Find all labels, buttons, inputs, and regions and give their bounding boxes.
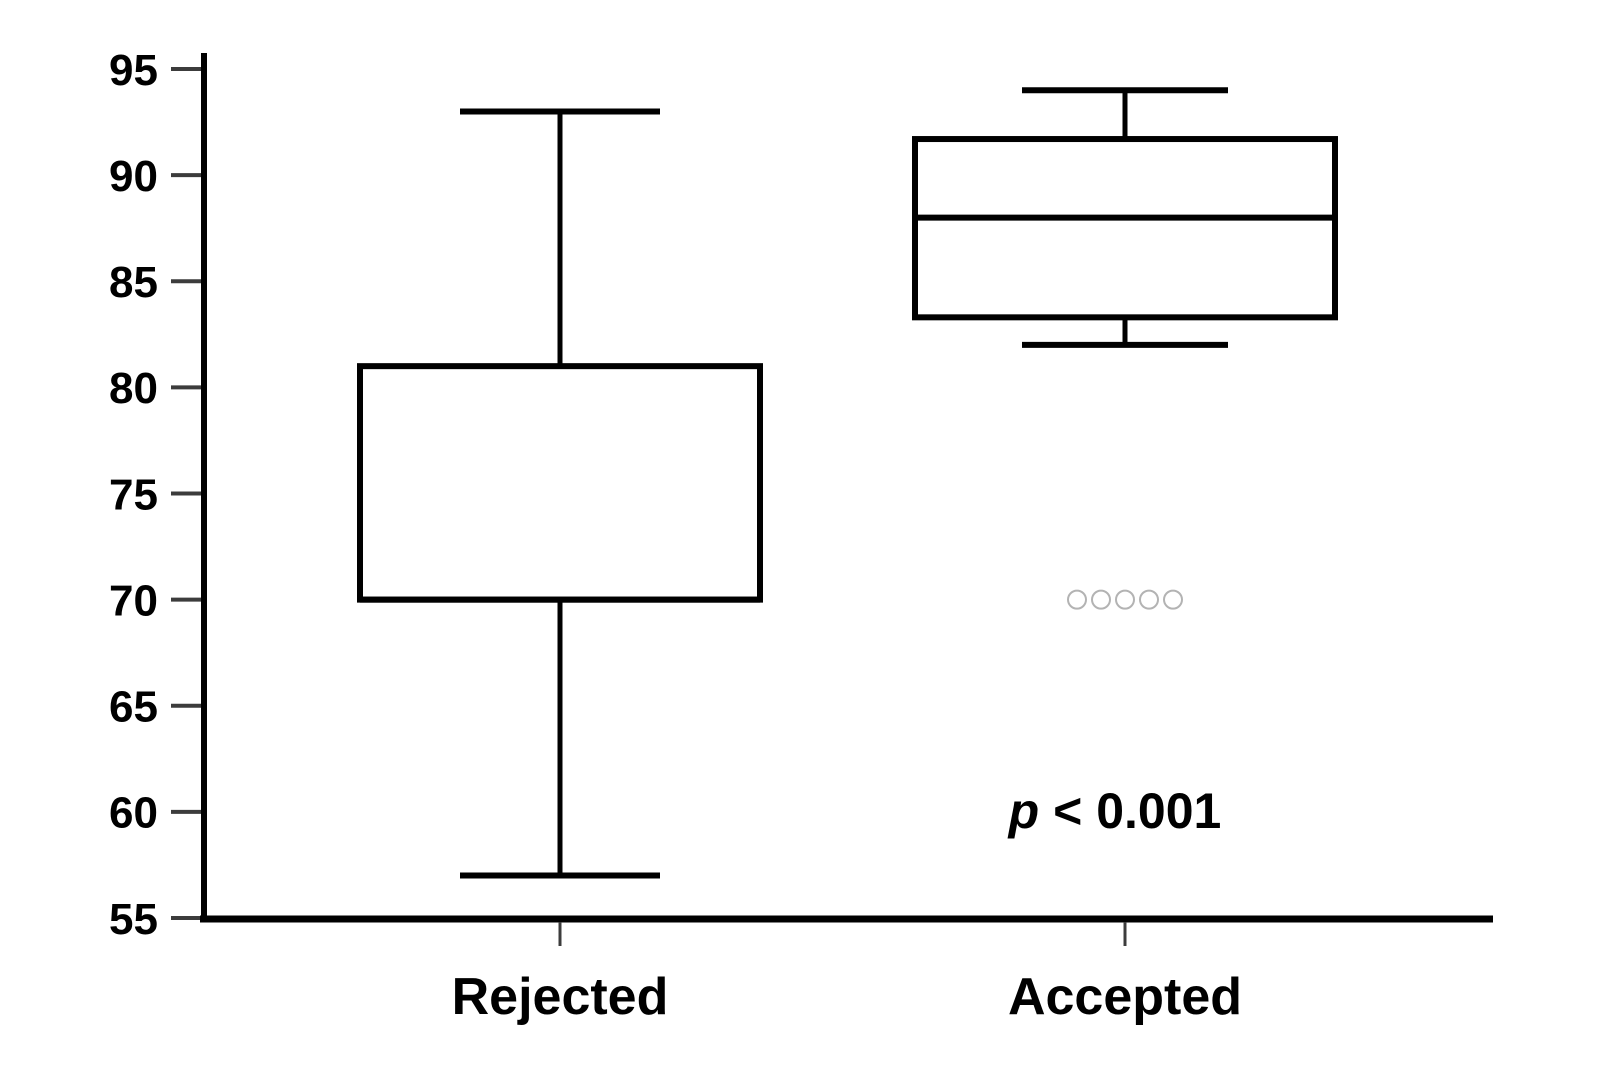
y-tick-label: 70 — [109, 576, 158, 625]
iqr-box — [912, 136, 1338, 321]
y-tick-label: 85 — [109, 258, 158, 307]
iqr-box — [357, 363, 763, 603]
y-tick-label: 90 — [109, 152, 158, 201]
category-label: Rejected — [452, 968, 669, 1026]
outlier-marker — [1115, 589, 1135, 610]
p-symbol: p — [1007, 783, 1040, 839]
y-tick-label: 55 — [109, 895, 158, 944]
y-tick-label: 80 — [109, 364, 158, 413]
p-value-annotation: p < 0.001 — [1007, 783, 1222, 839]
outlier-marker — [1163, 589, 1183, 610]
outlier-marker — [1091, 589, 1111, 610]
y-tick-label: 95 — [109, 46, 158, 95]
outlier-marker — [1139, 589, 1159, 610]
y-tick-label: 60 — [109, 789, 158, 838]
category-label: Accepted — [1008, 968, 1242, 1026]
outlier-marker — [1067, 589, 1087, 610]
p-value-text: < 0.001 — [1039, 783, 1221, 839]
y-tick-label: 65 — [109, 683, 158, 732]
y-tick-label: 75 — [109, 470, 158, 519]
